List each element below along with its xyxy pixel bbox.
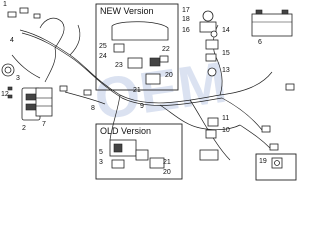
part-3-horn	[1, 63, 15, 77]
new-version-frame	[95, 3, 179, 91]
callout-18: 18	[182, 16, 190, 23]
callout-21a: 21	[133, 87, 141, 94]
callout-3b: 3	[99, 159, 103, 166]
part-1-connectors	[7, 7, 41, 19]
callout-13: 13	[222, 67, 230, 74]
callout-25: 25	[99, 43, 107, 50]
callout-4: 4	[10, 37, 14, 44]
main-harness	[11, 17, 273, 161]
callout-12: 12	[1, 91, 9, 98]
part-19-frame	[255, 153, 297, 181]
callout-labels: 1 4 3 12 2 7 8 9 25 24 23 22 20 21 5 3 2…	[1, 1, 267, 176]
callout-19: 19	[259, 158, 267, 165]
part-17-ignition-switch	[199, 10, 218, 38]
callout-2: 2	[22, 125, 26, 132]
old-version-parts	[109, 139, 165, 169]
callout-8: 8	[91, 105, 95, 112]
part-6-battery	[251, 9, 293, 37]
part-14-16-relays	[205, 39, 219, 77]
part-12-bolts	[7, 86, 13, 99]
old-version-label: OLD Version	[100, 126, 151, 136]
callout-1: 1	[3, 1, 7, 8]
callout-20a: 20	[165, 72, 173, 79]
new-version-parts	[111, 21, 169, 85]
callout-9: 9	[140, 103, 144, 110]
part-8-connectors	[59, 85, 92, 96]
old-version-frame	[95, 123, 183, 180]
part-10-11-components	[199, 117, 219, 161]
part-19-sensor	[271, 157, 283, 169]
wiring-diagram-svg: OEM NEW Version OLD Version	[1, 1, 297, 181]
callout-24: 24	[99, 53, 107, 60]
callout-17: 17	[182, 7, 190, 14]
callout-6: 6	[258, 39, 262, 46]
new-version-label: NEW Version	[100, 6, 154, 16]
callout-16: 16	[182, 27, 190, 34]
callout-5: 5	[99, 149, 103, 156]
part-7-bracket	[35, 87, 53, 117]
callout-20b: 20	[163, 169, 171, 176]
callout-22: 22	[162, 46, 170, 53]
callout-21b: 21	[163, 159, 171, 166]
callout-11: 11	[222, 115, 229, 122]
callout-10: 10	[222, 127, 230, 134]
callout-7: 7	[42, 121, 46, 128]
callout-15: 15	[222, 50, 230, 57]
callout-23: 23	[115, 62, 123, 69]
parts-diagram: OEM NEW Version OLD Version	[1, 1, 297, 181]
right-connectors	[261, 83, 295, 151]
callout-14: 14	[222, 27, 230, 34]
callout-3: 3	[16, 75, 20, 82]
